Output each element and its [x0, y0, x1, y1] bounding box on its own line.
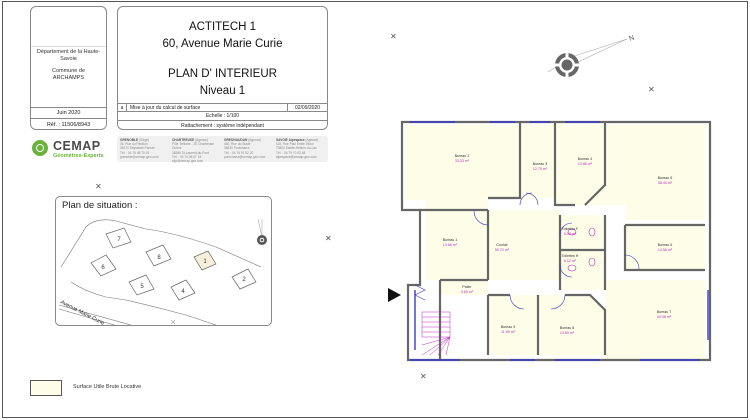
agency-savoie: SAVOIE Alpespace (Agence) 115, Rue Paul … [276, 138, 319, 159]
north-compass-small-icon [257, 218, 267, 245]
survey-mark-icon: ✕ [420, 372, 427, 381]
revision-row: a Mise à jour du calcul de surface 02/09… [118, 103, 327, 112]
departement-label: Département de la Haute- Savoie [36, 49, 101, 62]
svg-text:Avenue Marie Curie: Avenue Marie Curie [59, 299, 105, 326]
building-1-highlighted [193, 250, 217, 271]
project-address: 60, Avenue Marie Curie [162, 38, 283, 50]
revision-description: Mise à jour du calcul de surface [130, 105, 201, 111]
floor-plan: Bureau 2 33.33 m² Bureau 3 12.70 m² Bure… [380, 110, 750, 370]
cartouche-location-block: Département de la Haute- Savoie Commune … [30, 6, 107, 130]
room-label-bureau-9: Bureau 9 11.99 m² [500, 325, 516, 334]
room-label-bureau-8: Bureau 8 13.69 m² [559, 326, 575, 335]
survey-mark-icon: ✕ [390, 32, 397, 41]
room-label-bureau-7: Bureau 7 40.08 m² [656, 310, 672, 319]
blank-area [31, 7, 106, 47]
plan-level: Niveau 1 [199, 85, 246, 97]
room-label-couloir: Couloir 50.72 m² [494, 243, 510, 252]
survey-mark-icon: ✕ [95, 182, 102, 191]
plan-date: Juin 2020 [31, 107, 106, 118]
revision-date: 02/09/2020 [287, 104, 327, 112]
revision-index: a [118, 104, 127, 112]
situation-plan-title: Plan de situation : [62, 200, 138, 211]
agency-grenoble: GRENOBLE (Siège) 36, Rue du Pavillon 381… [120, 138, 159, 159]
project-name: ACTITECH 1 [188, 21, 257, 33]
room-label-toilettes-f: Toilettes F 5.18 m² [561, 227, 579, 236]
commune-label: Commune de [51, 68, 86, 74]
floor-plan-drawing [400, 120, 712, 362]
agency-gresivaudan: GRESIVAUDAN (Agence) 440, Rue du Stade 3… [224, 138, 266, 159]
room-label-bureau-6: Bureau 6 14.58 m² [657, 243, 673, 252]
target-logo-icon [32, 140, 48, 156]
svg-text:5: 5 [140, 284, 144, 290]
building-7 [105, 227, 132, 249]
north-compass-icon: N [545, 25, 655, 85]
situation-plan: 7 6 8 5 4 2 1 Avenue Marie Curie Plan de… [55, 196, 272, 326]
company-logo: CEMAP Géomètres-Experts [30, 138, 110, 160]
svg-text:4: 4 [181, 289, 185, 295]
building-5 [128, 274, 155, 296]
rattachement-label: Rattachement : système indépendant [118, 120, 327, 129]
situation-map: 7 6 8 5 4 2 1 Avenue Marie Curie [58, 218, 267, 326]
room-label-bureau-3: Bureau 3 12.70 m² [532, 162, 548, 171]
svg-text:7: 7 [117, 237, 121, 243]
room-label-bureau-1: Bureau 1 13.66 m² [442, 238, 458, 247]
svg-text:6: 6 [101, 265, 105, 271]
reference-number: Réf. : 11506/8943 [31, 118, 106, 129]
agency-contacts: GRENOBLE (Siège) 36, Rue du Pavillon 381… [117, 136, 328, 164]
room-label-toilettes-h: Toilettes H 5.12 m² [561, 254, 579, 263]
survey-mark-icon: ✕ [325, 234, 332, 243]
room-label-bureau-2: Bureau 2 33.33 m² [454, 154, 470, 163]
svg-text:8: 8 [157, 255, 161, 261]
room-label-palier: Palier 3.65 m² [460, 285, 474, 294]
agency-chartreuse: CHARTREUSE (Agence) Pôle Tertiaire - 2E … [172, 138, 214, 164]
building-6 [90, 254, 117, 277]
company-subtitle: Géomètres-Experts [53, 153, 104, 159]
company-name: CEMAP [53, 139, 101, 153]
building-2 [231, 268, 257, 290]
cartouche-title-block: ACTITECH 1 60, Avenue Marie Curie PLAN D… [117, 6, 328, 130]
legend-swatch [30, 380, 62, 396]
commune-name: ARCHAMPS [52, 75, 85, 81]
room-label-bureau-5: Bureau 5 38.40 m² [657, 176, 673, 185]
building-4 [170, 279, 196, 301]
room-label-bureau-4: Bureau 4 13.86 m² [577, 157, 593, 166]
svg-text:2: 2 [242, 277, 246, 283]
svg-text:N: N [628, 35, 635, 43]
legend-label: Surface Utile Brute Locative [73, 384, 142, 390]
survey-mark-icon: ✕ [648, 85, 655, 94]
entrance-arrow-icon [388, 288, 401, 302]
plan-title: PLAN D' INTERIEUR [168, 68, 277, 80]
scale-label: Echelle : 1/100 [205, 113, 240, 119]
svg-text:1: 1 [203, 259, 207, 265]
building-8 [145, 244, 172, 267]
